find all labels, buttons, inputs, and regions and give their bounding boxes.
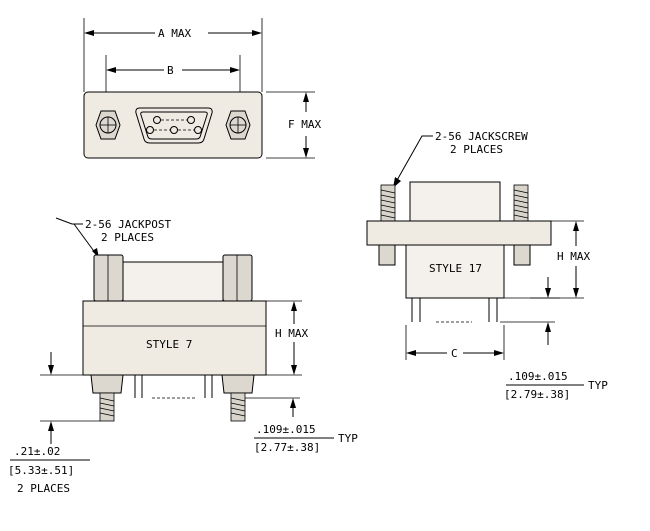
d-shell-outer — [135, 107, 213, 144]
top-view-plate — [83, 91, 263, 159]
post-note: 2 PLACES — [17, 482, 70, 495]
left-stud — [99, 392, 115, 422]
style7-tol-suffix: TYP — [338, 432, 358, 445]
style17-tol-num: .109±.015 — [508, 370, 568, 383]
style7-view: 2-56 JACKPOST 2 PLACES STYLE 7 — [8, 217, 358, 495]
post-tol-num: .21±.02 — [14, 445, 60, 458]
style7-tol-num: .109±.015 — [256, 423, 316, 436]
style7-label: STYLE 7 — [146, 338, 192, 351]
right-jackpost — [222, 254, 253, 302]
style17-flange — [366, 220, 552, 246]
jackpost-callout-line2: 2 PLACES — [101, 231, 154, 244]
jackscrew-callout-line2: 2 PLACES — [450, 143, 503, 156]
right-stud — [230, 392, 246, 422]
dim-b-label: B — [167, 64, 174, 77]
style17-view: 2-56 JACKSCREW 2 PLACES STYLE 17 — [366, 130, 608, 401]
left-jackpost — [93, 254, 124, 302]
post-tol-mm: [5.33±.51] — [8, 464, 74, 477]
dim-a-label: A MAX — [158, 27, 191, 40]
top-view: A MAX B — [83, 18, 321, 159]
jackpost-callout-line1: 2-56 JACKPOST — [85, 218, 171, 231]
jackscrew-callout-line1: 2-56 JACKSCREW — [435, 130, 528, 143]
style17-dim-c-label: C — [451, 347, 458, 360]
dim-f-label: F MAX — [288, 118, 321, 131]
style17-tol-suffix: TYP — [588, 379, 608, 392]
style7-body — [82, 300, 267, 376]
style7-tol-mm: [2.77±.38] — [254, 441, 320, 454]
style17-tol-mm: [2.79±.38] — [504, 388, 570, 401]
style17-label: STYLE 17 — [429, 262, 482, 275]
style17-body — [405, 244, 505, 299]
style7-dim-h-label: H MAX — [275, 327, 308, 340]
style17-dim-h-label: H MAX — [557, 250, 590, 263]
